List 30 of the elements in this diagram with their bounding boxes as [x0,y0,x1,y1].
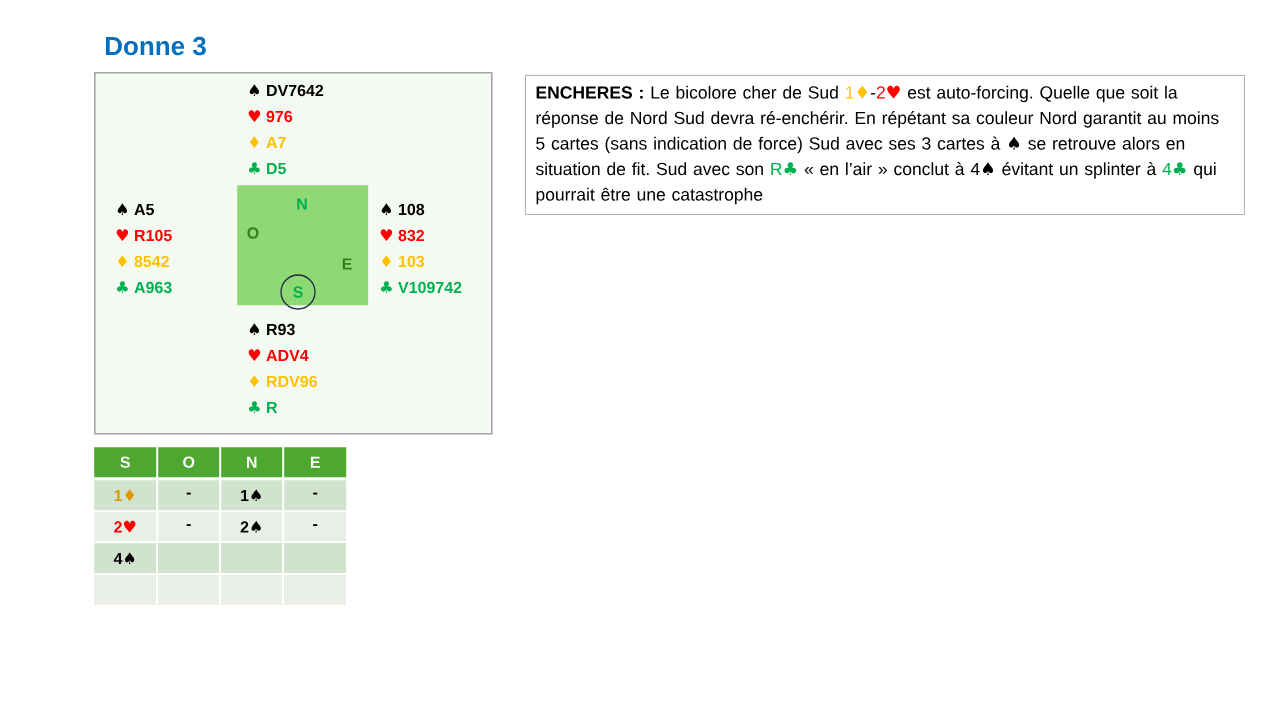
header-cell: N [221,447,283,478]
hand-line: ♦ RDV96 [249,375,317,388]
table-cell: 4♠ [94,543,157,574]
text-box: ENCHERES : Le bicolore cher de Sud 1♦-2♥ est auto-forcing. Quelle que soit la réponse de Nord Sud devra ré-enchérir. En répétant sa couleur Nord garantit au moins 5 cartes (sans indication de force) Sud avec ses 3 cartes à ♠ se retrouve alors en situation de fit. Sud avec son R♣ « en l’air » conclut à 4♠ évitant un splinter à 4♣ qui pourrait être une catastrophe [525,75,1245,215]
title: Donne 3 [105,36,206,56]
hand-line: ♠ R93 [249,323,295,336]
hand-line: ♣ A963 [117,281,172,294]
table-cell: 1♦ [94,480,157,511]
hand-line: ♣ R [249,401,278,413]
hand-line: ♠ A5 [117,203,154,216]
header-cell: E [284,447,347,478]
hand-line: ♠ DV7642 [249,84,324,97]
hand-line: ♥ 976 [248,110,293,123]
compass-square [237,185,369,306]
table-cell: - [284,480,347,511]
table-cell: - [284,512,347,542]
header-cell: O [158,447,220,478]
hand-line: ♥ R105 [116,229,172,242]
table-cell: 1♠ [221,480,283,511]
table-cell: 2♥ [94,512,157,542]
table-cell: 2♠ [221,512,283,542]
hand-line: ♦ 8542 [117,255,169,268]
seat-letter: E [342,258,352,270]
table-cell: - [158,512,220,542]
seat-letter: N [297,198,307,210]
header-cell: S [94,447,157,478]
seat-letter: O [247,227,259,239]
hand-line: ♥ ADV4 [248,349,309,361]
table-cell: - [158,480,220,511]
hand-line: ♦ A7 [249,136,286,148]
